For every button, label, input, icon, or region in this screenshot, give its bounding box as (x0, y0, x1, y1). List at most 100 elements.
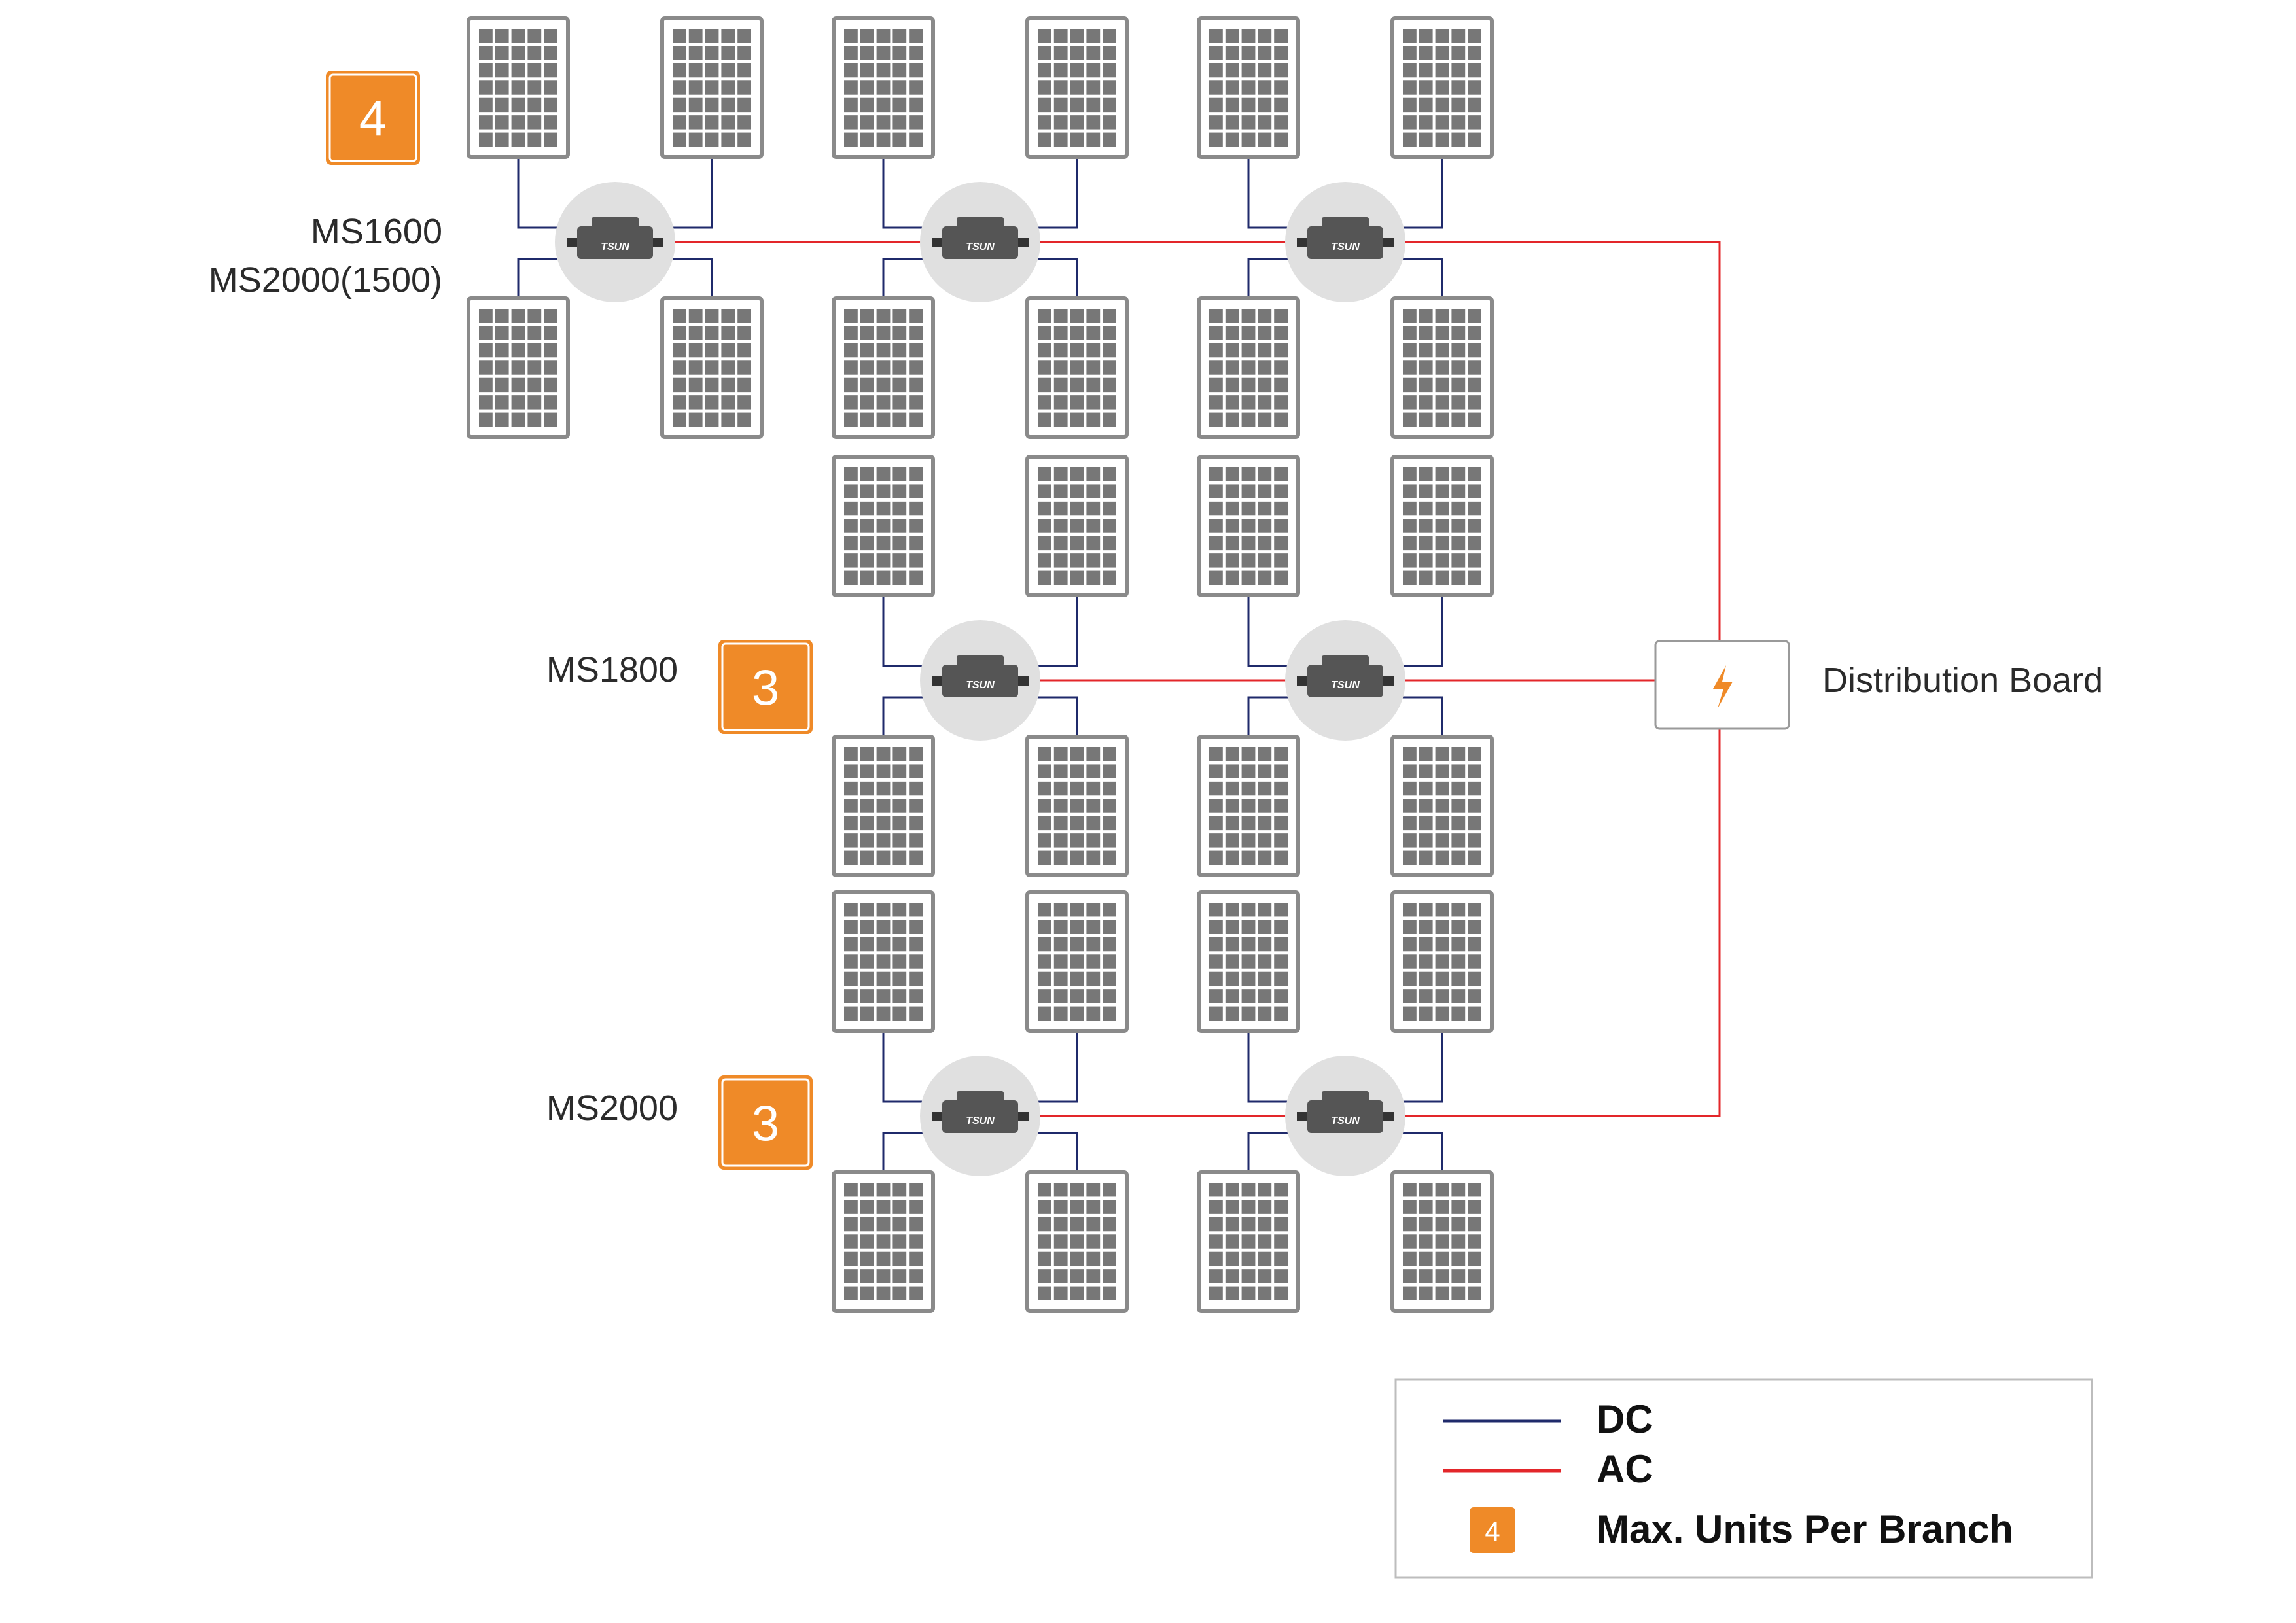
panel-cell (844, 764, 858, 778)
panel-cell (1070, 1251, 1084, 1266)
panel-cell (1103, 1269, 1116, 1283)
panel-cell (1274, 850, 1288, 865)
panel-cell (1419, 412, 1433, 427)
panel-cell (1103, 1200, 1116, 1214)
panel-cell (1451, 132, 1466, 147)
panel-cell (479, 63, 493, 78)
panel-cell (1070, 97, 1084, 113)
panel-cell (1258, 989, 1272, 1003)
panel-cell (1451, 29, 1466, 43)
panel-cell (892, 343, 907, 358)
panel-cell (1468, 1251, 1481, 1266)
panel-cell (1274, 519, 1288, 533)
panel-cell (1070, 1217, 1084, 1232)
panel-cell (1038, 954, 1051, 969)
inverter-brand: TSUN (1331, 680, 1360, 691)
panel-cell (1258, 360, 1272, 375)
panel-cell (1225, 816, 1239, 831)
panel-cell (1225, 1286, 1239, 1300)
panel-cell (1403, 747, 1417, 761)
panel-cell (1070, 954, 1084, 969)
panel-cell (1403, 816, 1417, 831)
panel-cell (721, 360, 735, 375)
panel-cell (1241, 799, 1256, 813)
panel-cell (1419, 115, 1433, 130)
panel-cell (673, 63, 686, 78)
panel-cell (892, 326, 907, 340)
solar-panel (1197, 890, 1300, 1033)
panel-cell (1274, 501, 1288, 516)
panel-cell (1403, 937, 1417, 952)
panel-cell (909, 764, 923, 778)
panel-cell (892, 29, 907, 43)
panel-cell (844, 799, 858, 813)
panel-cell (688, 309, 703, 323)
panel-cell (844, 360, 858, 375)
panel-cell (1403, 764, 1417, 778)
inverter-body (1307, 665, 1383, 697)
panel-cell (1103, 833, 1116, 848)
inverter-body (1307, 226, 1383, 259)
panel-cell (1038, 989, 1051, 1003)
panel-cell (1209, 937, 1223, 952)
panel-cell (1468, 46, 1481, 60)
panel-cell (1435, 954, 1449, 969)
badge-box (718, 1075, 813, 1170)
panel-cell (1103, 747, 1116, 761)
panel-cell (1086, 570, 1101, 585)
inverter-connector (1297, 238, 1307, 247)
panel-cell (1038, 343, 1051, 358)
panel-cell (860, 46, 874, 60)
panel-cell (860, 903, 874, 917)
panel-cell (1451, 747, 1466, 761)
panel-cell (1419, 920, 1433, 934)
solar-panel (660, 16, 764, 159)
panel-cell (909, 519, 923, 533)
inverter-cap (957, 655, 1004, 666)
panel-cell (860, 971, 874, 986)
panel-cell (1070, 484, 1084, 498)
panel-cell (1403, 309, 1417, 323)
panel-cell (1070, 937, 1084, 952)
panel-cell (705, 309, 719, 323)
panel-cell (544, 343, 557, 358)
panel-cell (844, 1251, 858, 1266)
dc-wire (882, 258, 941, 298)
solar-panel (1390, 1170, 1494, 1313)
panel-cell (1209, 97, 1223, 113)
panel-cell (1086, 97, 1101, 113)
panel-cell (1209, 132, 1223, 147)
panel-cell (1209, 519, 1223, 533)
panel-cell (860, 920, 874, 934)
panel-cell (1103, 395, 1116, 410)
panel-cell (1403, 484, 1417, 498)
panel-cell (1209, 903, 1223, 917)
panel-cell (1070, 519, 1084, 533)
panel-cell (1403, 46, 1417, 60)
branch-model-label: MS1600 (311, 212, 442, 251)
panel-cell (876, 903, 891, 917)
panel-cell (673, 29, 686, 43)
panel-cell (544, 395, 557, 410)
panel-cell (1258, 903, 1272, 917)
panel-cell (1070, 1269, 1084, 1283)
panel-cell (892, 1286, 907, 1300)
panel-cell (1053, 484, 1068, 498)
badge-value: 4 (359, 91, 387, 147)
panel-cell (844, 781, 858, 796)
panel-cell (1053, 553, 1068, 568)
panel-cell (1053, 747, 1068, 761)
panel-cell (844, 903, 858, 917)
panel-cell (1209, 764, 1223, 778)
panel-cell (909, 570, 923, 585)
panel-cell (844, 395, 858, 410)
panel-cell (1274, 326, 1288, 340)
panel-cell (1086, 1006, 1101, 1021)
panel-cell (1258, 395, 1272, 410)
panel-cell (1419, 1200, 1433, 1214)
panel-cell (1038, 799, 1051, 813)
panel-cell (1274, 115, 1288, 130)
panel-cell (860, 1006, 874, 1021)
panel-cell (860, 343, 874, 358)
